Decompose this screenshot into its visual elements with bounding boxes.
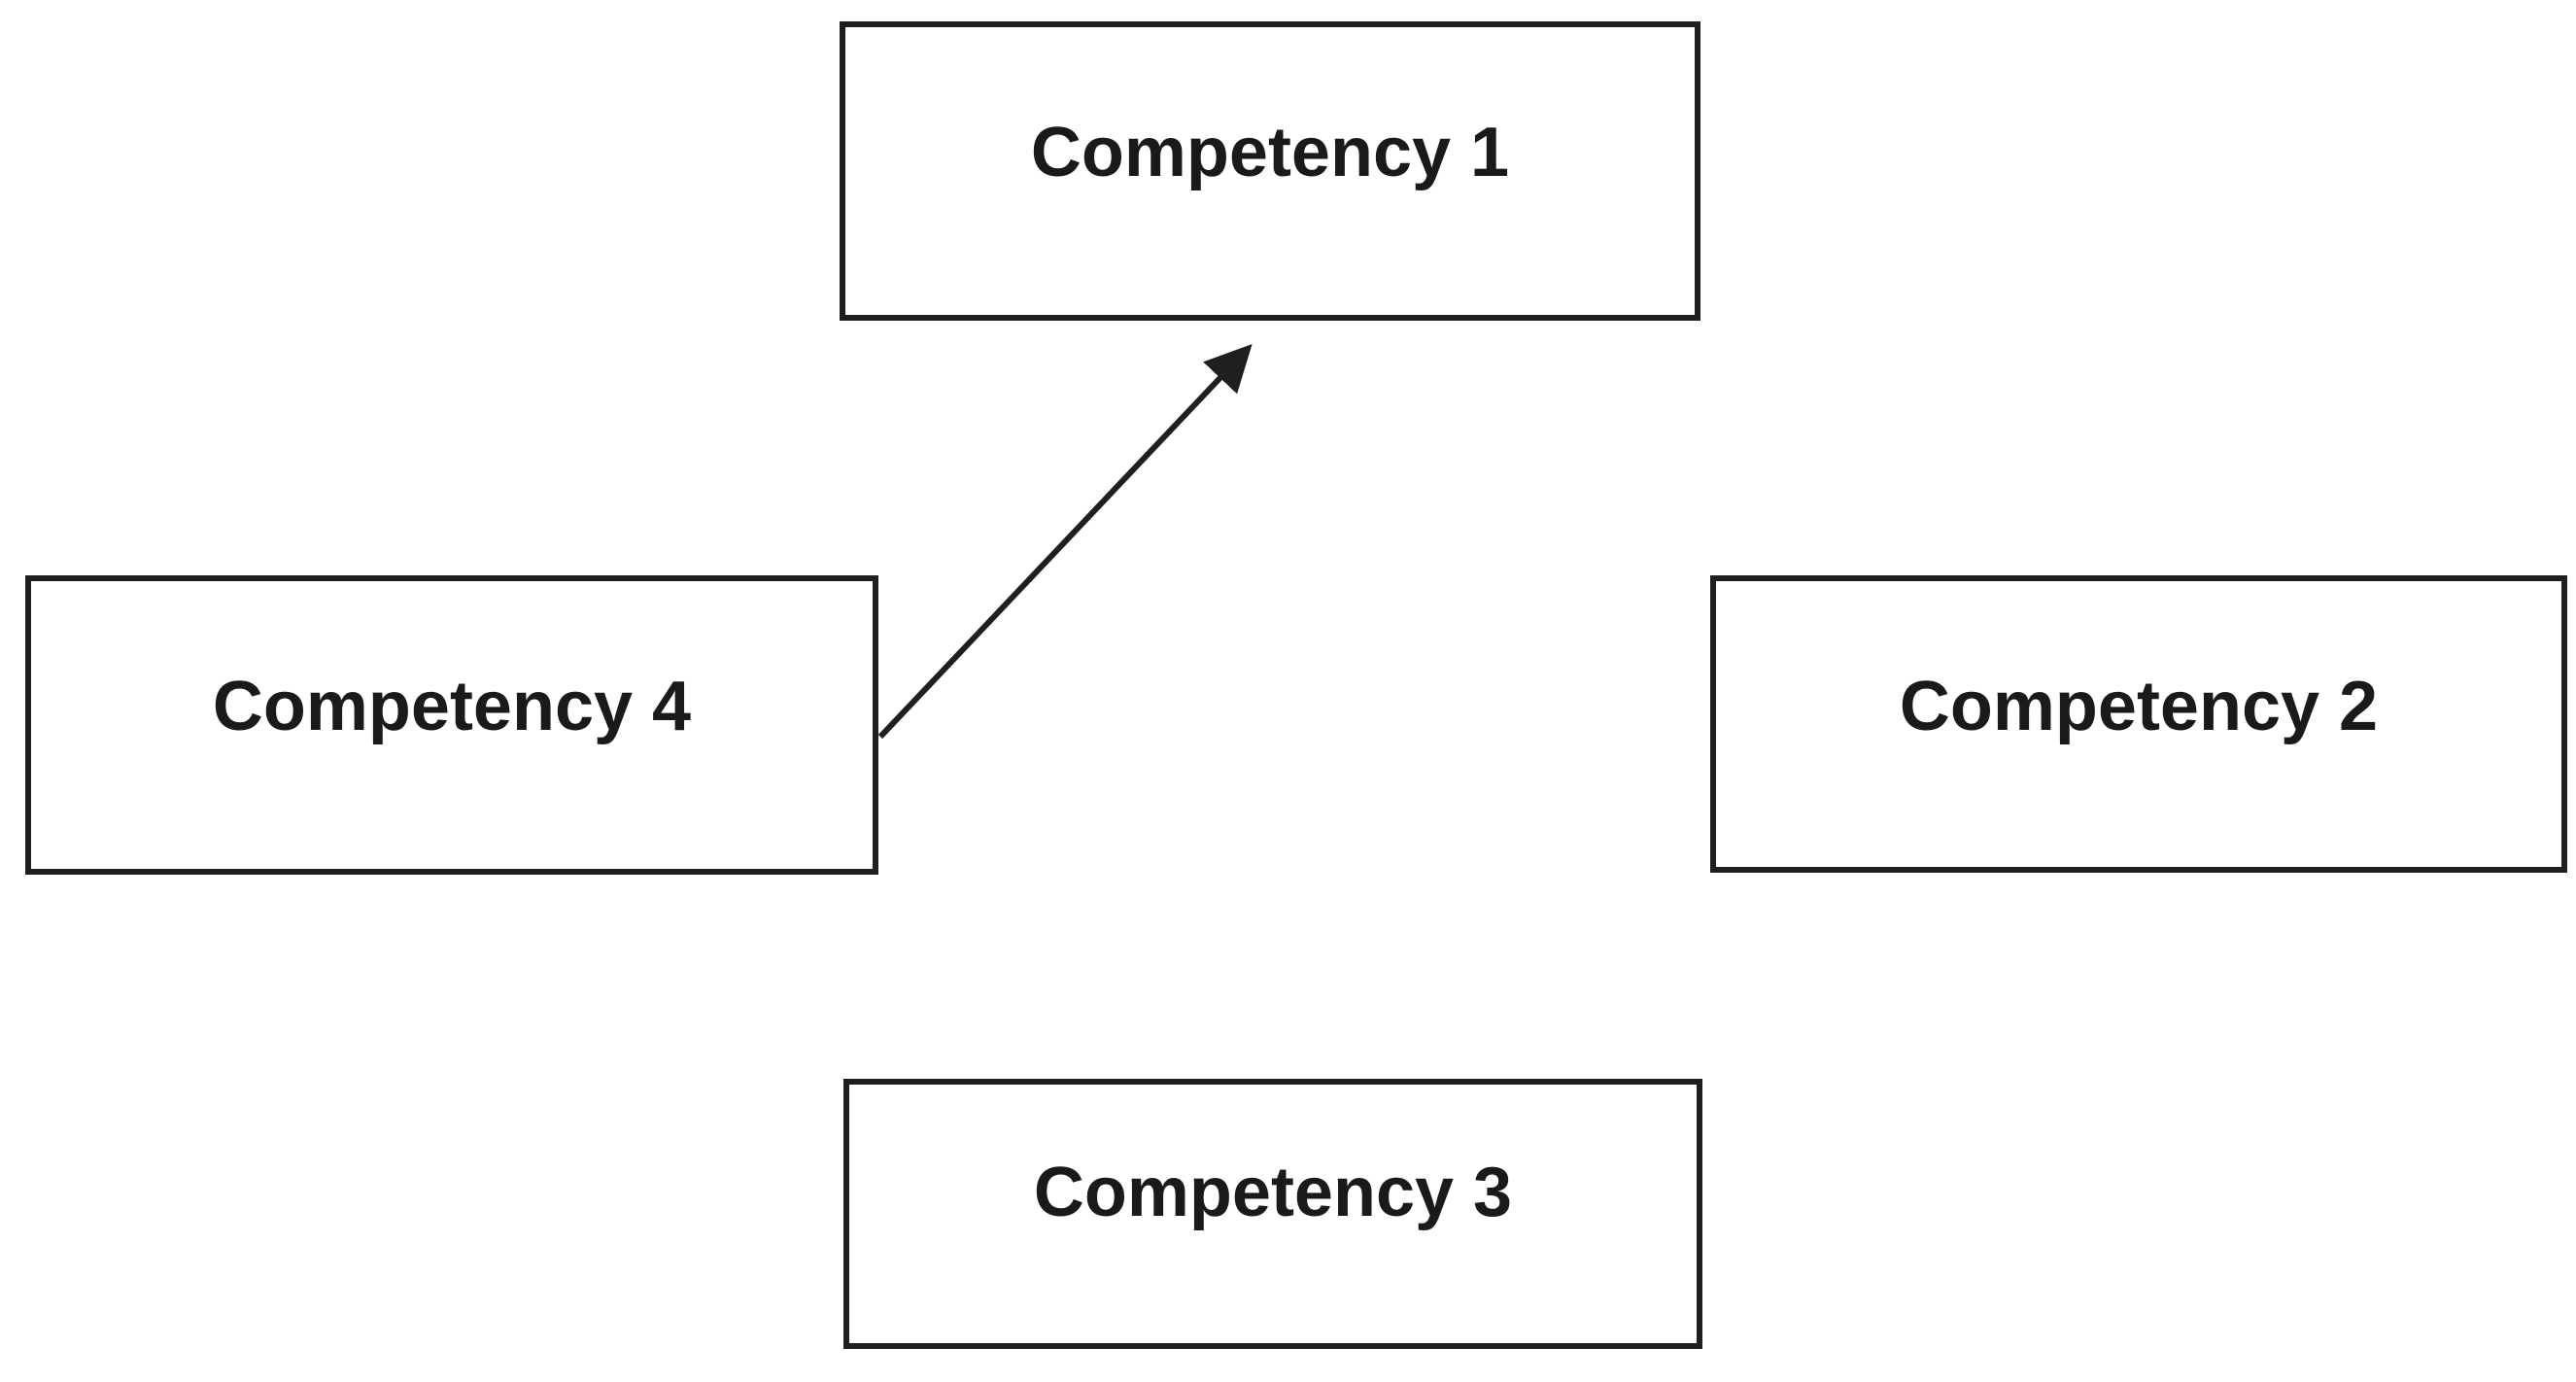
node-competency-3: Competency 3: [843, 1079, 1702, 1349]
node-competency-2: Competency 2: [1710, 575, 2567, 873]
node-competency-4: Competency 4: [25, 575, 878, 875]
node-label: Competency 2: [1899, 668, 2379, 745]
node-label: Competency 1: [1030, 114, 1510, 191]
node-label: Competency 3: [1033, 1154, 1513, 1231]
node-label: Competency 4: [212, 668, 692, 745]
node-competency-1: Competency 1: [840, 21, 1700, 321]
